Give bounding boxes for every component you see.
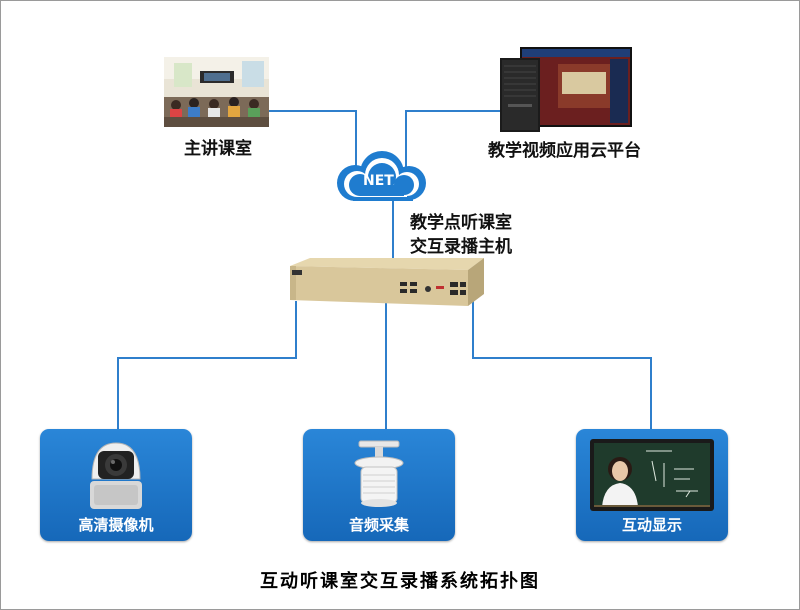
classroom-label: 主讲课室 [184, 139, 252, 159]
link-host-camera [117, 301, 297, 429]
server-tower-icon [500, 47, 632, 132]
cloud-platform-label: 教学视频应用云平台 [488, 141, 641, 161]
recording-host-device [290, 258, 484, 306]
link-host-display [472, 301, 652, 429]
audio-label: 音频采集 [348, 516, 409, 534]
host-label-line2: 交互录播主机 [410, 237, 512, 257]
display-panel: 互动显示 [576, 429, 728, 541]
link-cloudplatform-net [405, 110, 506, 169]
cloud-icon [337, 151, 426, 201]
link-classroom-net [269, 110, 357, 169]
camera-panel: 高清摄像机 [40, 429, 192, 541]
display-label: 互动显示 [621, 516, 682, 534]
camera-label: 高清摄像机 [78, 516, 154, 534]
classroom-photo [164, 57, 269, 127]
interactive-display-icon [590, 439, 714, 511]
ptz-camera-icon [90, 442, 142, 509]
diagram-caption: 互动听课室交互录播系统拓扑图 [260, 571, 540, 592]
audio-panel: 音频采集 [303, 429, 455, 541]
ceiling-microphone-icon [354, 440, 404, 507]
host-label-line1: 教学点听课室 [410, 213, 512, 233]
network-label: NET [363, 173, 394, 189]
